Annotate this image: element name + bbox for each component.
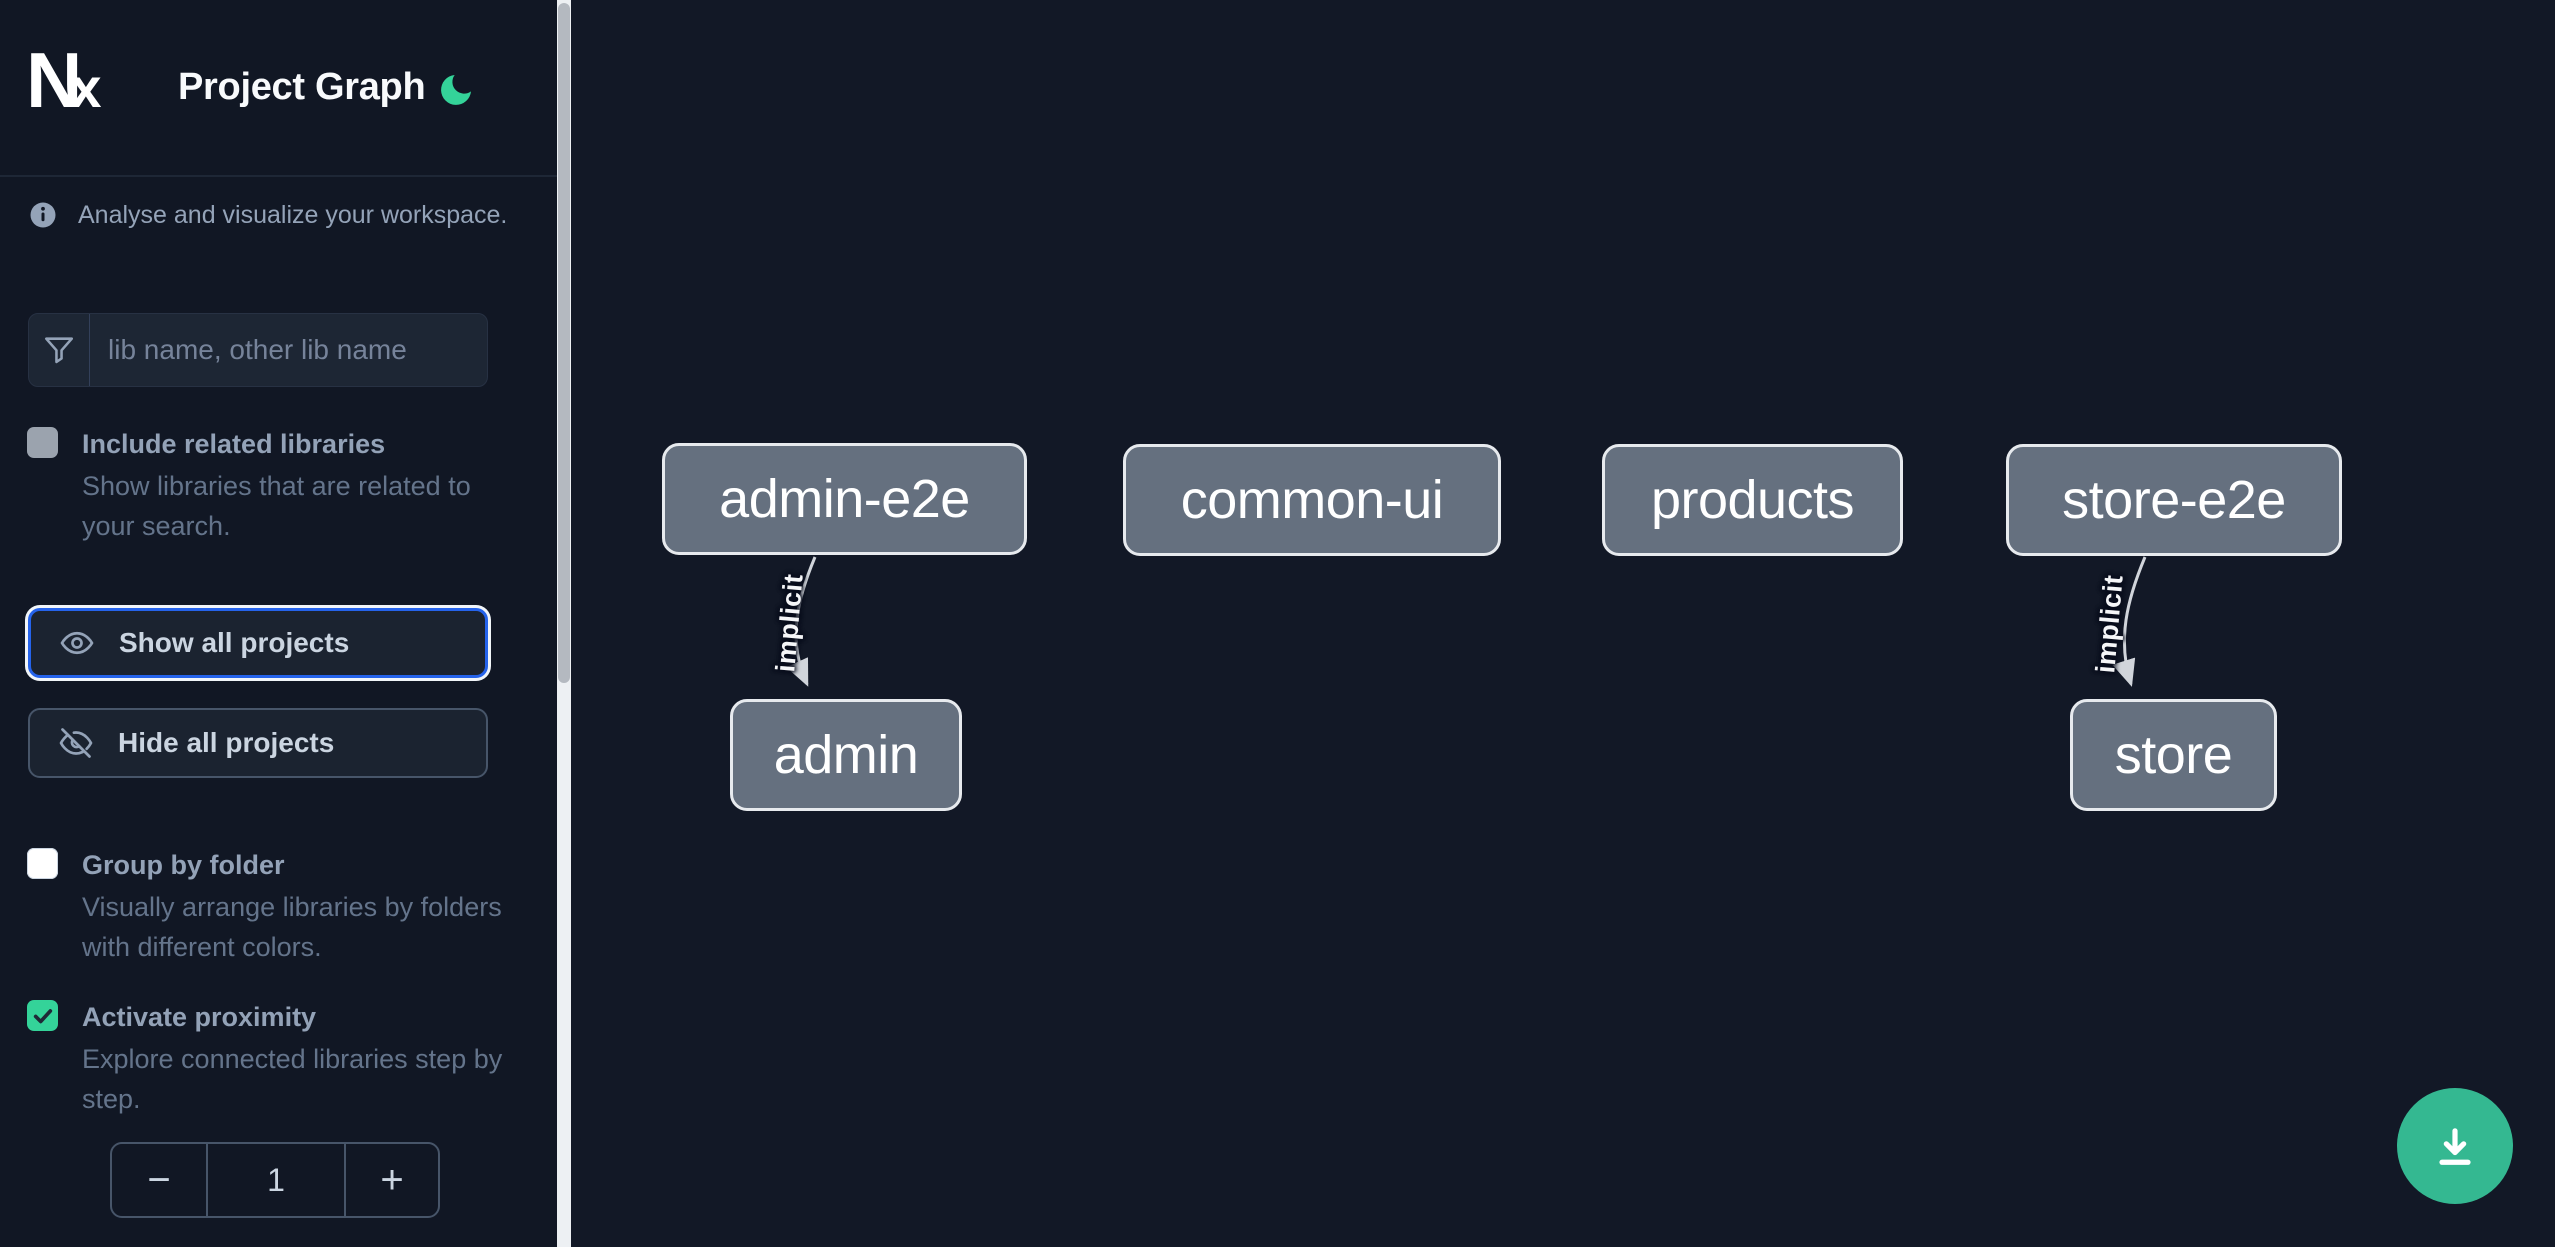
nx-logo: N x [26, 36, 102, 124]
toggle-label: Group by folder [82, 850, 285, 880]
project-graph-canvas[interactable]: admin-e2e common-ui products store-e2e a… [571, 0, 2555, 1247]
tagline-text: Analyse and visualize your workspace. [78, 200, 508, 229]
toggle-description: Show libraries that are related to your … [82, 471, 471, 541]
graph-node-admin[interactable]: admin [730, 699, 962, 811]
nx-logo-n: N [26, 36, 82, 124]
increment-button[interactable]: + [344, 1144, 438, 1216]
graph-node-products[interactable]: products [1602, 444, 1903, 556]
stepper-value[interactable]: 1 [267, 1161, 285, 1198]
toggle-description: Visually arrange libraries by folders wi… [82, 892, 502, 962]
toggle-activate-proximity[interactable]: Activate proximity Explore connected lib… [27, 997, 514, 1119]
filter-funnel-icon [29, 314, 90, 386]
show-all-projects-label: Show all projects [119, 627, 350, 658]
scrollbar-thumb[interactable] [558, 3, 570, 683]
eye-icon [60, 631, 94, 655]
info-icon [30, 202, 56, 228]
download-icon [2439, 1128, 2471, 1165]
show-all-projects-button[interactable]: Show all projects [28, 608, 488, 678]
graph-node-common-ui[interactable]: common-ui [1123, 444, 1501, 556]
edge-admin-e2e-to-admin [786, 556, 817, 687]
toggle-label: Include related libraries [82, 429, 386, 459]
search-box [28, 313, 488, 387]
download-graph-button[interactable] [2397, 1088, 2513, 1204]
edge-store-e2e-to-store [2112, 556, 2147, 687]
checkbox-unchecked[interactable] [27, 427, 58, 458]
eye-off-icon [59, 728, 93, 758]
sidebar-header: N x Project Graph [0, 0, 557, 177]
page-title: Project Graph [178, 66, 426, 108]
checkbox-checked[interactable] [27, 1000, 58, 1031]
checkbox-unchecked[interactable] [27, 848, 58, 879]
toggle-label: Activate proximity [82, 1002, 317, 1032]
proximity-depth-stepper: − 1 + [110, 1142, 440, 1218]
search-input[interactable] [90, 314, 487, 386]
toggle-description: Explore connected libraries step by step… [82, 1044, 503, 1114]
graph-node-store-e2e[interactable]: store-e2e [2006, 444, 2342, 556]
toggle-include-related-libraries[interactable]: Include related libraries Show libraries… [27, 424, 514, 546]
hide-all-projects-label: Hide all projects [118, 727, 335, 758]
decrement-button[interactable]: − [112, 1144, 208, 1216]
moon-icon[interactable] [436, 70, 476, 110]
graph-node-store[interactable]: store [2070, 699, 2277, 811]
nx-logo-x: x [70, 56, 102, 119]
sidebar: N x Project Graph Analyse and visualize … [0, 0, 557, 1247]
toggle-group-by-folder[interactable]: Group by folder Visually arrange librari… [27, 845, 514, 967]
sidebar-scrollbar[interactable] [557, 0, 571, 1247]
graph-node-admin-e2e[interactable]: admin-e2e [662, 443, 1027, 555]
graph-edges [786, 556, 2147, 687]
check-icon [33, 1008, 52, 1023]
tagline: Analyse and visualize your workspace. [28, 200, 507, 230]
hide-all-projects-button[interactable]: Hide all projects [28, 708, 488, 778]
